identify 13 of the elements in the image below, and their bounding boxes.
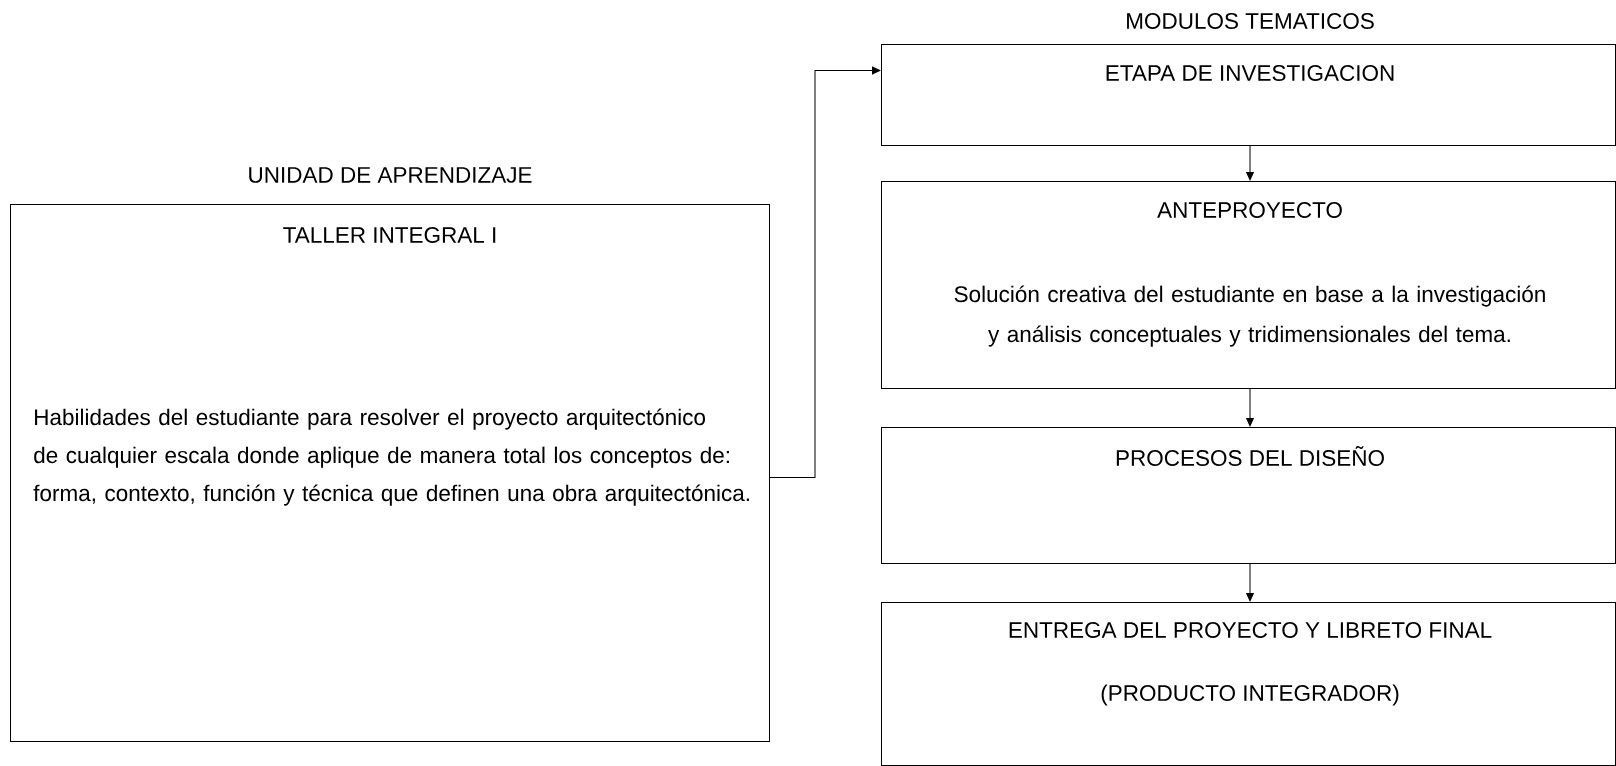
box-heading: ENTREGA DEL PROYECTO Y LIBRETO FINAL: [1009, 622, 1492, 638]
box-heading: ANTEPROYECTO: [1157, 202, 1342, 218]
arrow: [1246, 563, 1254, 602]
box-heading: (PRODUCTO INTEGRADOR): [1101, 684, 1399, 706]
box-text: Solución creativa del estudiante en base a la investigación y análisis conceptuales y tridimensionales del tema.: [954, 285, 1545, 347]
box-text: Habilidades del estudiante para resolver el proyecto arquitectónico de cualquier escala donde aplique de manera total los conceptos de: forma, contexto, función y técnica que definen una obra arquitectónica.: [33, 408, 749, 506]
arrow: [769, 66, 881, 478]
group-heading: UNIDAD DE APRENDIZAJE: [249, 167, 532, 183]
arrow: [1246, 145, 1254, 181]
box-heading: TALLER INTEGRAL I: [283, 227, 496, 243]
box-heading: PROCESOS DEL DISEÑO: [1116, 446, 1384, 466]
arrow: [1246, 388, 1254, 427]
box-heading: ETAPA DE INVESTIGACION: [1106, 65, 1394, 81]
